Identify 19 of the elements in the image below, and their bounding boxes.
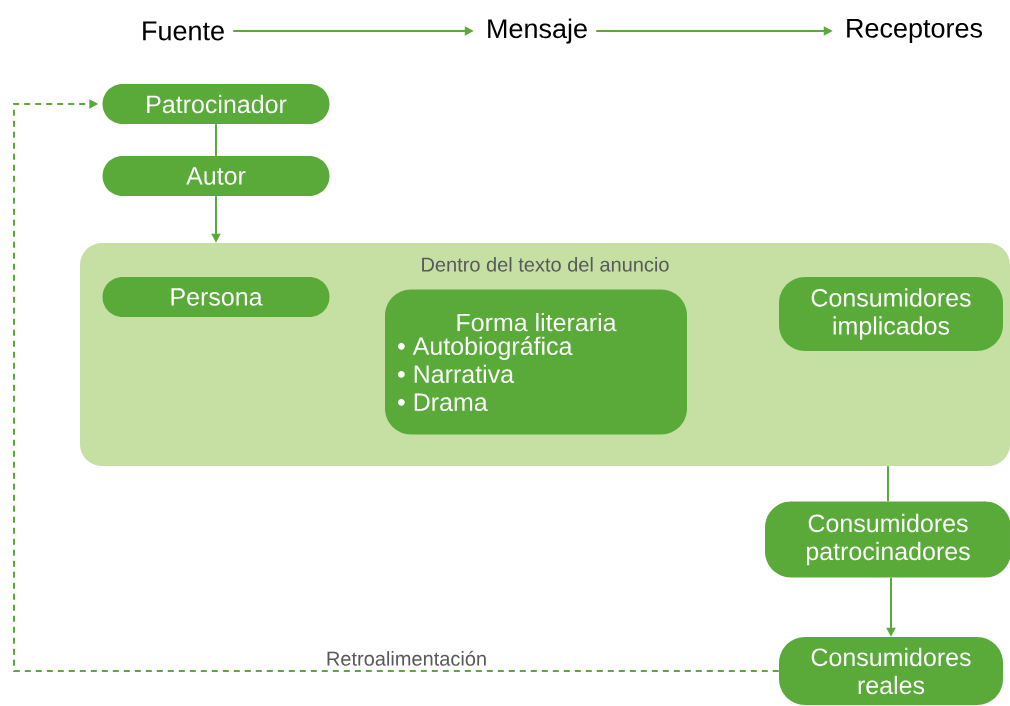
bullet-item: • Drama	[398, 393, 488, 411]
stage-label: Fuente	[143, 21, 224, 41]
process-box: Autor	[102, 156, 330, 196]
connector-line	[215, 123, 217, 157]
bullet-item: • Narrativa	[398, 364, 515, 383]
edge-label: Retroalimentación	[327, 650, 486, 666]
stage-label: Mensaje	[488, 18, 587, 44]
process-box: Persona	[102, 277, 330, 317]
text-box	[385, 289, 687, 435]
band-heading: Dentro del texto del anuncio	[422, 257, 669, 272]
process-box: Consumidores patrocinadores	[765, 501, 1010, 578]
connector-line	[887, 465, 889, 503]
arrow	[13, 99, 780, 672]
process-box: Consumidores reales	[779, 637, 1003, 705]
box-heading: Forma literaria	[457, 313, 617, 332]
stage-label: Receptores	[847, 18, 983, 44]
process-box: Patrocinador	[102, 84, 330, 124]
bullet-item: • Autobiográfica	[398, 336, 573, 360]
process-box: Consumidores implicados	[779, 277, 1003, 351]
